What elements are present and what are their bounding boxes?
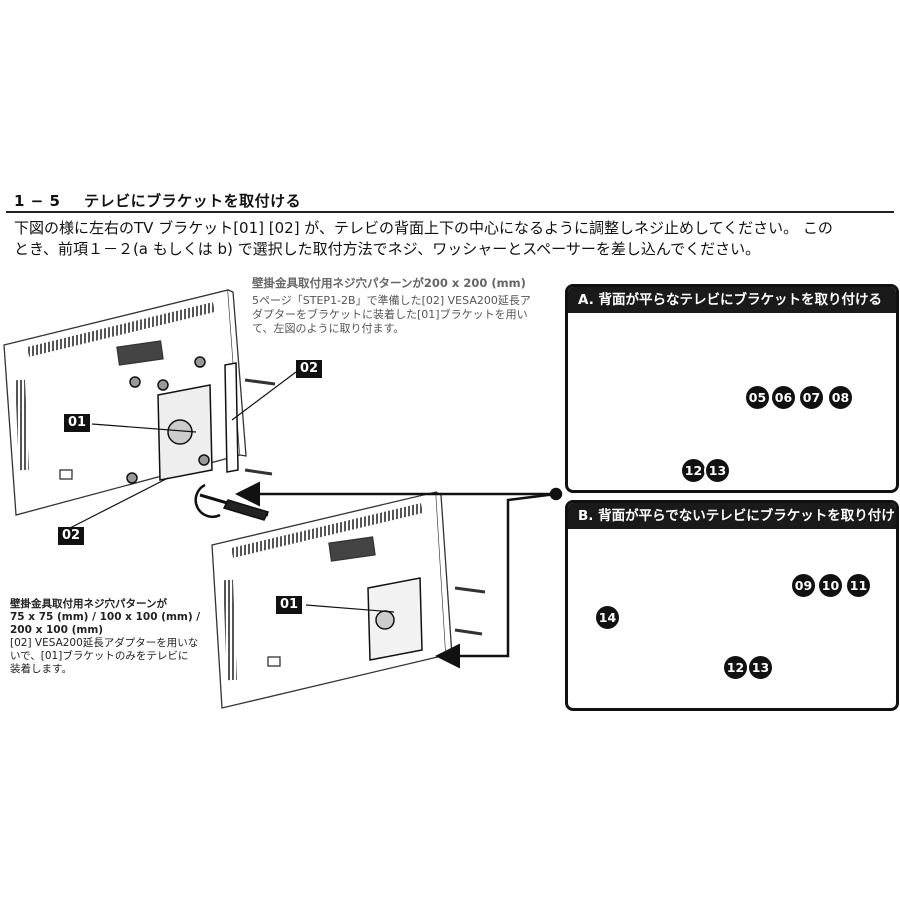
intro-text: 下図の様に左右のTV ブラケット[01] [02] が、テレビの背面上下の中心に… [14,218,894,260]
caption-small-vesa: 壁掛金具取付用ネジ穴パターンが 75 x 75 (mm) / 100 x 100… [10,598,210,676]
panel-flat-back: A. 背面が平らなテレビにブラケットを取り付ける [565,284,899,493]
section-number: 1 − 5 [14,192,61,210]
part-badge-06: 06 [770,384,797,411]
panel-uneven-back: B. 背面が平らでないテレビにブラケットを取り付ける [565,500,899,711]
section-heading: 1 − 5 テレビにブラケットを取付ける [14,190,301,211]
part-badge-14: 14 [594,604,621,631]
part-badge-13a: 13 [704,457,731,484]
caption-top-line-2: ダプターをブラケットに装着した[01]ブラケットを用い [252,308,528,321]
label-01-upper: 01 [64,414,91,432]
part-badge-11: 11 [845,572,872,599]
caption-bot-title-3: 200 x 100 (mm) [10,624,104,636]
bracket-upper [126,356,276,484]
heading-divider [6,211,894,213]
caption-top-line-1: 5ページ「STEP1-2B」で準備した[02] VESA200延長ア [252,294,531,307]
caption-top-line-3: て、左図のように取り付ます。 [252,322,405,335]
caption-200x200: 壁掛金具取付用ネジ穴パターンが200 x 200 (mm) 5ページ「STEP1… [252,276,531,336]
part-badge-10: 10 [817,572,844,599]
callout-arrows [235,481,563,669]
intro-line-1: 下図の様に左右のTV ブラケット[01] [02] が、テレビの背面上下の中心に… [14,219,833,237]
intro-line-2: とき、前項１－２(a もしくは b) で選択した取付方法でネジ、ワッシャーとスペ… [14,240,761,258]
panel-b-title: B. 背面が平らでないテレビにブラケットを取り付ける [568,503,896,550]
part-badge-05: 05 [744,384,771,411]
part-badge-12b: 12 [722,654,749,681]
part-badge-08: 08 [827,384,854,411]
label-02-lower: 02 [58,527,85,545]
caption-top-title: 壁掛金具取付用ネジ穴パターンが200 x 200 (mm) [252,276,526,290]
label-01-lower: 01 [276,596,303,614]
section-title: テレビにブラケットを取付ける [84,192,302,210]
caption-bot-title-1: 壁掛金具取付用ネジ穴パターンが [10,598,167,610]
part-badge-13b: 13 [747,654,774,681]
caption-bot-line-3: 装着します。 [10,663,72,675]
caption-bot-title-2: 75 x 75 (mm) / 100 x 100 (mm) / [10,611,201,623]
bracket-lower [367,577,486,661]
panel-a-title: A. 背面が平らなテレビにブラケットを取り付ける [568,287,896,313]
part-badge-12a: 12 [680,457,707,484]
part-badge-07: 07 [798,384,825,411]
part-badge-09: 09 [790,572,817,599]
label-02-upper: 02 [296,360,323,378]
caption-bot-line-2: いで、[01]ブラケットのみをテレビに [10,650,189,662]
screwdriver [194,483,270,521]
caption-bot-line-1: [02] VESA200延長アダプターを用いな [10,637,199,649]
